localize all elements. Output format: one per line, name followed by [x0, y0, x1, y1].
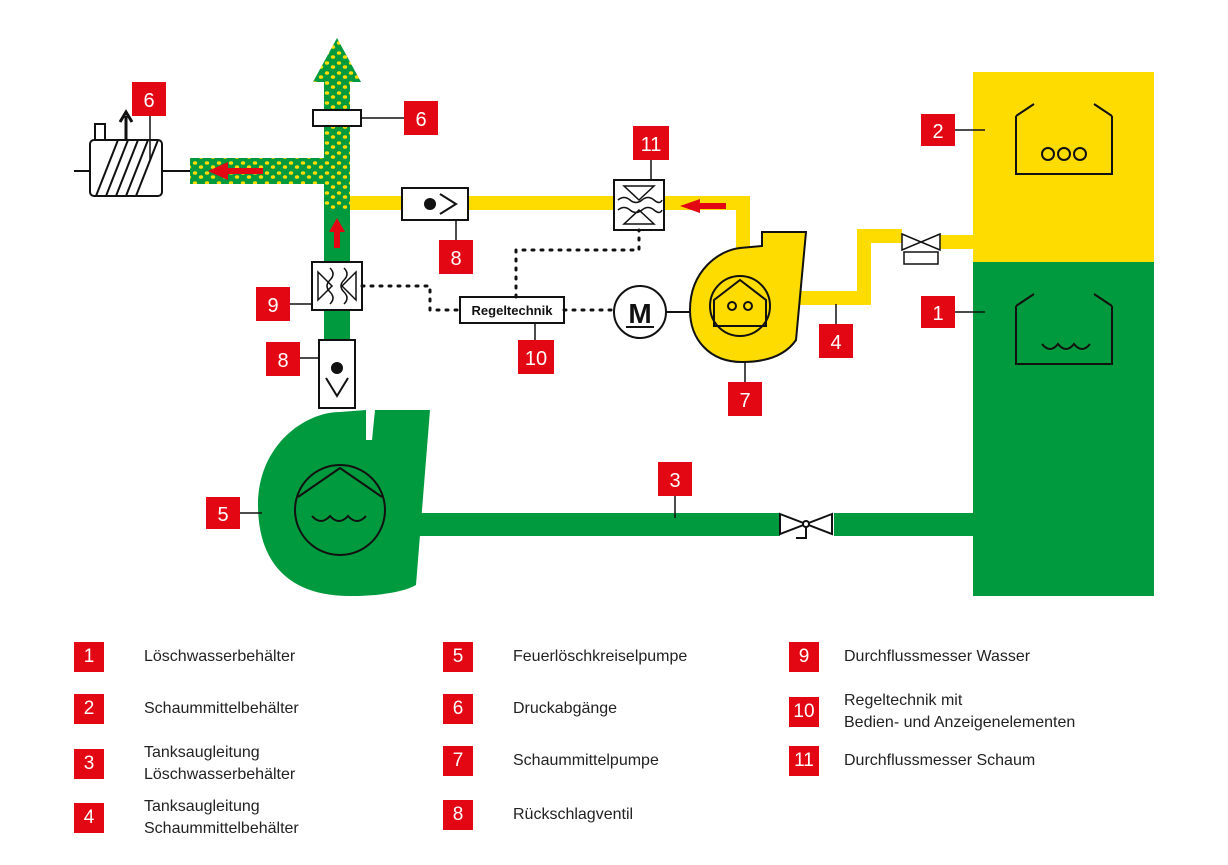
- legend-item-3: 3 Tanksaugleitung Löschwasserbehälter: [74, 742, 295, 786]
- legend-item-7: 7 Schaummittelpumpe: [443, 746, 659, 776]
- svg-text:6: 6: [143, 90, 154, 112]
- legend-number: 4: [74, 803, 104, 833]
- badge-3: 3: [658, 462, 692, 496]
- motor-label: M: [628, 298, 651, 329]
- pressure-outlet-top: [312, 109, 404, 127]
- legend-label: Löschwasserbehälter: [144, 648, 296, 665]
- legend-number: 1: [74, 642, 104, 672]
- svg-text:2: 2: [932, 121, 943, 143]
- motor: M: [613, 285, 690, 339]
- svg-text:9: 9: [267, 295, 278, 317]
- flow-meter-water: [311, 261, 363, 311]
- foam-agent-pump: [688, 231, 808, 364]
- signal-lines: [360, 228, 641, 312]
- legend-label: Tanksaugleitung Löschwasserbehälter: [144, 744, 296, 783]
- legend-number: 6: [443, 694, 473, 724]
- fire-pump: [258, 410, 430, 596]
- badge-9: 9: [256, 287, 290, 321]
- legend-number: 7: [443, 746, 473, 776]
- badge-1: 1: [921, 296, 955, 328]
- foam-system-diagram: M Regeltechnik 1 2 3 4 5 6 6 7 8: [74, 38, 1154, 596]
- svg-text:10: 10: [525, 348, 547, 370]
- flow-meter-foam: [613, 179, 665, 231]
- flow-arrow-left-icon: [208, 162, 263, 180]
- badge-4: 4: [819, 324, 853, 358]
- badge-5: 5: [206, 497, 240, 529]
- badge-8-left: 8: [266, 342, 300, 376]
- legend-label: Durchflussmesser Wasser: [844, 648, 1031, 665]
- svg-text:7: 7: [739, 390, 750, 412]
- legend-number: 11: [789, 746, 819, 776]
- legend-number: 2: [74, 694, 104, 724]
- check-valve-foam: [401, 187, 469, 221]
- legend-item-5: 5 Feuerlöschkreiselpumpe: [443, 642, 687, 672]
- legend-label: Schaummittelbehälter: [144, 700, 299, 717]
- badge-7: 7: [728, 382, 762, 416]
- legend-item-4: 4 Tanksaugleitung Schaummittelbehälter: [74, 796, 299, 840]
- svg-text:11: 11: [641, 134, 662, 156]
- svg-text:6: 6: [415, 109, 426, 131]
- svg-text:3: 3: [669, 470, 680, 492]
- legend-number: 3: [74, 749, 104, 779]
- badge-6-top: 6: [404, 101, 438, 135]
- diagram-badges: 1 2 3 4 5 6 6 7 8 8 9 10 11: [132, 82, 955, 529]
- legend-label: Durchflussmesser Schaum: [844, 752, 1036, 769]
- badge-11: 11: [633, 126, 669, 160]
- flow-arrow-foam-icon: [680, 199, 726, 213]
- pressure-outlet-hose: [74, 109, 190, 197]
- legend-label: Druckabgänge: [513, 700, 618, 717]
- check-valve-water: [318, 339, 356, 409]
- water-tank: [973, 262, 1154, 596]
- badge-8-right: 8: [439, 240, 473, 274]
- legend-number: 5: [443, 642, 473, 672]
- controller-label: Regeltechnik: [472, 303, 554, 318]
- svg-text:4: 4: [830, 332, 841, 354]
- badge-10: 10: [518, 340, 554, 374]
- badge-6-left: 6: [132, 82, 166, 116]
- foam-suction-valve: [901, 232, 941, 265]
- legend-number: 9: [789, 642, 819, 672]
- legend-label: Tanksaugleitung Schaummittelbehälter: [144, 798, 299, 837]
- legend-item-1: 1 Löschwasserbehälter: [74, 642, 295, 672]
- controller: Regeltechnik: [459, 296, 565, 324]
- legend-item-2: 2 Schaummittelbehälter: [74, 694, 299, 724]
- badge-2: 2: [921, 114, 955, 146]
- water-suction-line: [410, 512, 974, 539]
- legend-item-10: 10 Regeltechnik mit Bedien- und Anzeigen…: [789, 690, 1075, 734]
- legend-item-11: 11 Durchflussmesser Schaum: [789, 746, 1035, 776]
- svg-text:5: 5: [217, 504, 228, 526]
- svg-text:8: 8: [277, 350, 288, 372]
- legend-item-6: 6 Druckabgänge: [443, 694, 617, 724]
- legend-item-9: 9 Durchflussmesser Wasser: [789, 642, 1030, 672]
- svg-text:8: 8: [450, 248, 461, 270]
- legend-item-8: 8 Rückschlagventil: [443, 800, 633, 830]
- legend-number: 8: [443, 800, 473, 830]
- legend-number: 10: [789, 697, 819, 727]
- legend-label: Schaummittelpumpe: [513, 752, 659, 769]
- flow-arrow-up-icon: [329, 218, 345, 248]
- legend-label: Rückschlagventil: [513, 806, 634, 823]
- legend-label: Regeltechnik mit Bedien- und Anzeigenele…: [844, 692, 1076, 731]
- legend-label: Feuerlöschkreiselpumpe: [513, 648, 688, 665]
- leader-lines: [240, 129, 985, 518]
- foam-agent-tank: [973, 72, 1154, 262]
- svg-text:1: 1: [932, 303, 943, 325]
